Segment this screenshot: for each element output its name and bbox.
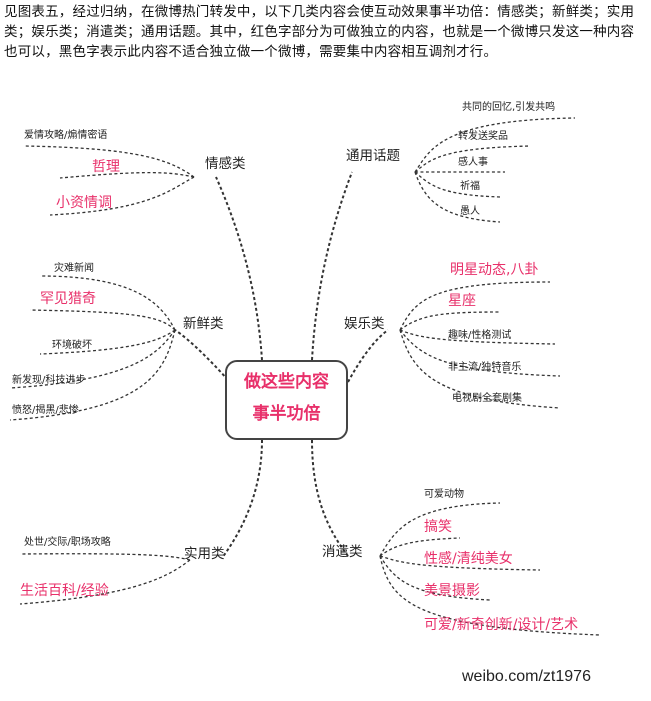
- leaf-practical-2: [19, 559, 191, 605]
- leaf-fresh-1: [39, 275, 176, 331]
- category-practical: 实用类: [184, 546, 225, 562]
- leaf-ent-4: [399, 329, 561, 377]
- leaf-ent-2: [399, 311, 501, 331]
- center-line-2: 事半功倍: [252, 404, 321, 424]
- leaf-text: 可爱/新奇创新/设计/艺术: [424, 617, 579, 633]
- leaf-pastime-5: [379, 555, 601, 636]
- leaf-fresh-2: [29, 309, 176, 331]
- leaf-text: 小资情调: [56, 195, 112, 211]
- leaf-practical-1: [19, 553, 191, 561]
- leaf-text: 转发送奖品: [458, 131, 508, 142]
- center-node: 做这些内容 事半功倍: [225, 360, 348, 440]
- leaf-text: 星座: [448, 293, 476, 309]
- leaf-emotion-1: [23, 145, 195, 178]
- trunk-pastime: [311, 439, 349, 557]
- leaf-ent-5: [399, 329, 561, 409]
- leaf-text: 美景摄影: [424, 583, 480, 599]
- leaf-emotion-2: [59, 171, 195, 179]
- leaf-text: 祈福: [460, 181, 480, 192]
- leaf-text: 爱情攻略/煽情密语: [24, 130, 108, 141]
- leaf-text: 可爱动物: [424, 489, 464, 500]
- leaf-text: 新发现/科技进步: [12, 375, 86, 386]
- trunk-emotion: [215, 176, 263, 361]
- category-entertainment: 娱乐类: [344, 316, 385, 332]
- leaf-text: 非主流/独特音乐: [448, 362, 522, 373]
- category-pastime: 消遣类: [322, 544, 363, 560]
- trunk-entertainment: [347, 329, 389, 383]
- leaf-topic-1: [414, 117, 576, 173]
- leaf-text: 愚人: [460, 206, 480, 217]
- leaf-text: 搞笑: [424, 519, 452, 535]
- leaf-pastime-2: [379, 537, 461, 557]
- leaf-text: 环境破坏: [52, 340, 92, 351]
- leaf-text: 感人事: [458, 157, 488, 168]
- category-emotion: 情感类: [205, 156, 246, 172]
- leaf-pastime-1: [379, 502, 501, 557]
- intro-paragraph: 见图表五，经过归纳，在微博热门转发中，以下几类内容会使互动效果事半功倍：情感类；…: [4, 4, 635, 60]
- leaf-text: 灾难新闻: [54, 263, 94, 274]
- leaf-text: 共同的回忆,引发共鸣: [462, 102, 556, 113]
- leaf-topic-2: [414, 145, 531, 173]
- watermark: weibo.com/zt1976: [462, 668, 591, 685]
- leaf-fresh-5: [9, 329, 176, 421]
- leaf-text: 愤怒/揭黑/悲惨: [12, 405, 79, 416]
- leaf-text: 趣味/性格测试: [448, 330, 512, 341]
- leaf-fresh-4: [9, 329, 176, 389]
- leaf-text: 明星动态,八卦: [450, 262, 539, 278]
- trunk-fresh: [174, 329, 229, 381]
- category-topic: 通用话题: [346, 148, 400, 164]
- leaf-fresh-3: [39, 329, 176, 355]
- leaf-ent-1: [399, 281, 551, 331]
- category-fresh: 新鲜类: [183, 316, 224, 332]
- leaf-ent-3: [399, 329, 556, 345]
- leaf-text: 处世/交际/职场攻略: [24, 537, 111, 548]
- leaf-text: 哲理: [92, 159, 120, 175]
- leaf-topic-4: [414, 171, 501, 198]
- leaf-pastime-3: [379, 555, 541, 571]
- leaf-topic-5: [414, 171, 501, 223]
- leaf-text: 罕见猎奇: [40, 291, 96, 307]
- trunk-topic: [311, 171, 353, 361]
- leaf-text: 电视剧全套剧集: [452, 393, 522, 404]
- leaf-text: 性感/清纯美女: [424, 551, 513, 567]
- leaf-pastime-4: [379, 555, 491, 601]
- trunk-practical: [221, 439, 263, 559]
- center-line-1: 做这些内容: [244, 372, 329, 392]
- leaf-text: 生活百科/经验: [20, 583, 109, 599]
